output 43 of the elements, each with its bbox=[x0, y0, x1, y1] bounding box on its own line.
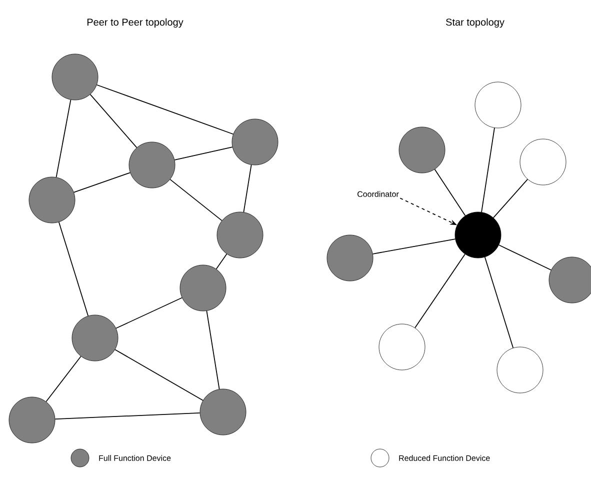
link-line bbox=[243, 164, 252, 213]
link-line bbox=[116, 297, 182, 329]
device-node bbox=[474, 82, 522, 128]
link-line bbox=[414, 254, 466, 328]
link-line bbox=[498, 244, 552, 270]
device-node bbox=[200, 388, 246, 436]
device-node bbox=[216, 212, 264, 258]
device-node bbox=[398, 126, 446, 174]
link-line bbox=[114, 349, 204, 401]
device-node bbox=[232, 118, 278, 166]
device-node bbox=[28, 176, 76, 224]
link-line bbox=[492, 178, 528, 218]
legend-label: Full Function Device bbox=[99, 455, 171, 461]
legend-label: Reduced Function Device bbox=[399, 455, 490, 461]
device-node bbox=[72, 314, 118, 362]
device-node bbox=[52, 54, 98, 100]
link-line bbox=[216, 254, 228, 270]
device-node bbox=[378, 324, 426, 370]
link-line bbox=[174, 146, 233, 160]
panel-title: Peer to Peer topology bbox=[87, 18, 184, 28]
link-line bbox=[372, 238, 456, 254]
link-line bbox=[206, 310, 220, 390]
link-line bbox=[56, 99, 72, 178]
link-line bbox=[481, 127, 495, 213]
panel-title: Star topology bbox=[446, 18, 504, 28]
link-line bbox=[434, 168, 466, 216]
link-line bbox=[170, 179, 222, 221]
coordinator-node bbox=[454, 212, 502, 258]
device-node bbox=[8, 396, 56, 444]
link-line bbox=[73, 172, 131, 193]
link-line bbox=[58, 222, 89, 316]
device-node bbox=[548, 256, 591, 304]
link-line bbox=[484, 256, 514, 348]
device-node bbox=[128, 142, 176, 188]
device-node bbox=[520, 138, 566, 186]
device-node bbox=[180, 264, 226, 312]
device-node bbox=[326, 234, 374, 282]
device-node bbox=[496, 346, 544, 394]
link-line bbox=[96, 84, 234, 135]
link-line bbox=[46, 356, 82, 402]
node-label: Coordinator bbox=[358, 191, 399, 197]
link-line bbox=[54, 412, 200, 420]
link-line bbox=[90, 94, 138, 148]
